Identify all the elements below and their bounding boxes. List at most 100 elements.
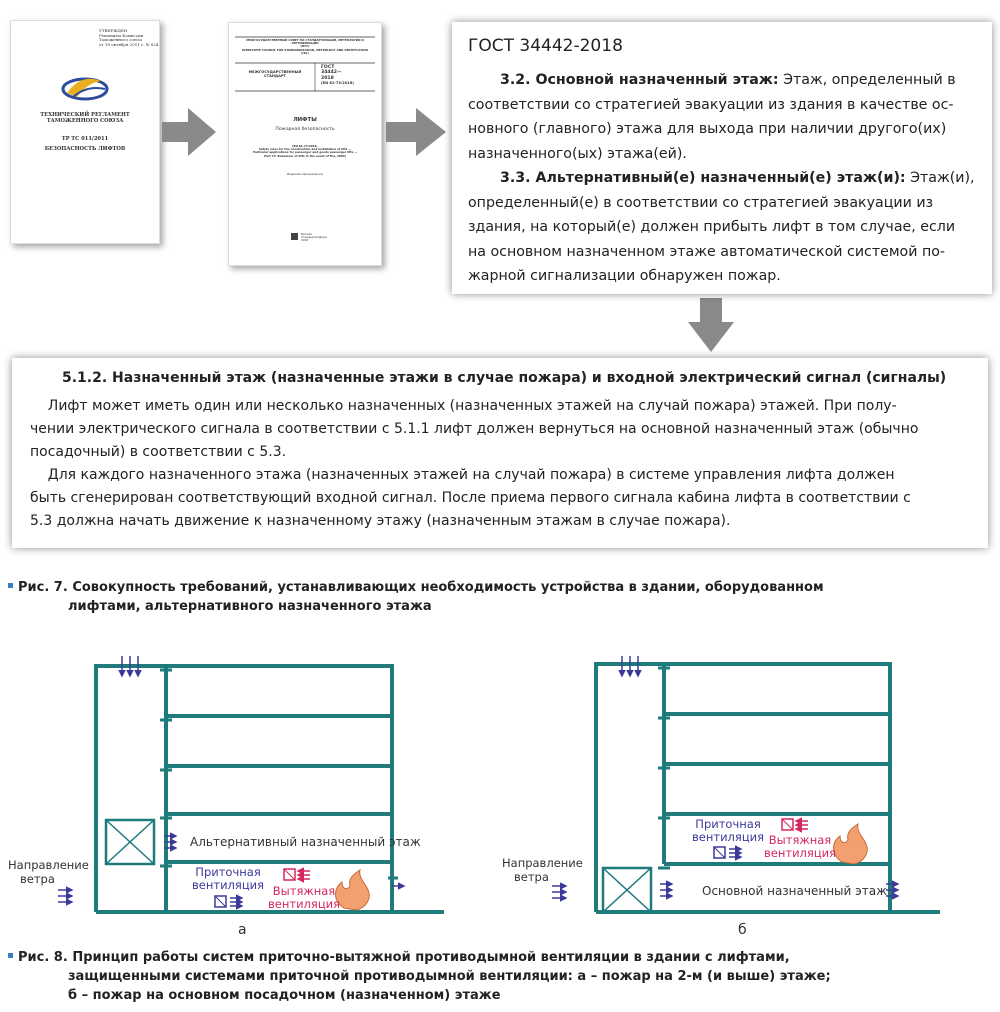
doc2-title: ЛИФТЫ [293, 117, 317, 123]
gost-title: ГОСТ 34442-2018 [468, 36, 623, 56]
doc1-code: ТР ТС 011/2011 [61, 136, 109, 142]
approve-line: Решением Комиссии [99, 32, 144, 38]
supply-label-line: Приточная [695, 817, 761, 831]
main-floor-label: Основной назначенный этаж [702, 884, 887, 898]
definition-line: здания, на который(е) должен прибыть лиф… [468, 219, 956, 235]
term-text: Этаж, определенный в [778, 72, 956, 88]
publisher-line: Стандартинформ [301, 235, 327, 240]
wind-arrows-icon [58, 886, 74, 906]
supply-label-b: Приточная вентиляция [692, 818, 764, 844]
wind-label-line: ветра [514, 870, 549, 884]
doc2-en-line: Part 73: Behaviour of lifts in the event… [263, 153, 346, 158]
requirement-line: чении электрического сигнала в соответст… [30, 421, 919, 437]
figure-7-caption: Рис. 7. Совокупность требований, устанав… [8, 578, 824, 616]
doc2-english: (EN 81-73:2016, Safety rules for the con… [235, 144, 375, 158]
wind-label-a: Направление ветра [8, 858, 89, 886]
requirement-line: быть сгенерирован соответствующий входно… [30, 490, 911, 506]
caption-line: б – пожар на основном посадочном (назнач… [68, 988, 501, 1003]
definition-line: на основном назначенном этаже автоматиче… [468, 243, 946, 260]
supply-label-line: Приточная [195, 865, 261, 879]
supply-vent-icon [214, 894, 244, 910]
exhaust-label-a: Вытяжная вентиляция [268, 885, 340, 911]
requirement-line: 5.3 должна начать движение к назначенном… [30, 513, 731, 529]
definition-line: соответствии со стратегией эвакуации из … [468, 96, 954, 113]
definition-3-3: 3.3. Альтернативный(е) назначенный(е) эт… [468, 166, 975, 289]
definition-line: 3.3. Альтернативный(е) назначенный(е) эт… [468, 166, 975, 191]
caption-line: защищенными системами приточной противод… [68, 969, 831, 984]
diagram-b [594, 662, 940, 914]
doc2-publisher: Москва Стандартинформ 2018 [301, 232, 327, 243]
gost-document-thumbnail: МЕЖГОСУДАРСТВЕННЫЙ СОВЕТ ПО СТАНДАРТИЗАЦ… [228, 22, 382, 266]
doc1-subject: БЕЗОПАСНОСТЬ ЛИФТОВ [44, 146, 126, 152]
council-line: INTERSTATE COUNCIL FOR STANDARDIZATION, … [242, 47, 368, 52]
supply-vent-icon [713, 845, 743, 861]
doc1-title: ТЕХНИЧЕСКИЙ РЕГЛАМЕНТ ТАМОЖЕННОГО СОЮЗА [21, 112, 149, 125]
doc2-number-line: 2018 [321, 75, 334, 81]
doc2-kind-line: СТАНДАРТ [264, 74, 286, 79]
doc1-title-line: ТАМОЖЕННОГО СОЮЗА [46, 117, 124, 124]
bullet-icon [8, 583, 13, 588]
eac-logo-icon [61, 77, 109, 101]
requirement-heading: 5.1.2. Назначенный этаж (назначенные эта… [62, 370, 947, 386]
doc2-en-line: Particular applications for passenger an… [252, 150, 358, 155]
gost-definitions-box: ГОСТ 34442-2018 3.2. Основной назначенны… [452, 22, 992, 294]
caption-line: Рис. 7. Совокупность требований, устанав… [18, 580, 824, 595]
exhaust-label-line: Вытяжная [768, 833, 832, 847]
requirement-line: Лифт может иметь один или несколько назн… [30, 398, 897, 414]
doc2-number-line: 34442— [321, 70, 342, 76]
wind-arrows-icon [552, 882, 568, 902]
doc2-kind-line: МЕЖГОСУДАРСТВЕННЫЙ [248, 70, 302, 74]
exhaust-label-line: вентиляция [764, 846, 837, 860]
diagram-a [94, 664, 444, 914]
exhaust-vent-icon [781, 817, 808, 833]
doc2-en-line: (EN 81-73:2016, [292, 144, 318, 148]
requirement-line: посадочный) в соответствии с 5.3. [30, 444, 287, 460]
supply-air-down-arrows-icon [118, 656, 142, 678]
bullet-icon [8, 953, 13, 958]
elevator-supply-arrows-icon [164, 832, 178, 852]
wind-label-line: ветра [20, 872, 55, 886]
exhaust-label-line: вентиляция [268, 897, 341, 911]
right-arrow-icon [162, 108, 216, 156]
term: 3.3. Альтернативный(е) назначенный(е) эт… [500, 170, 906, 186]
wind-label-b: Направление ветра [502, 856, 583, 884]
down-arrow-icon [688, 298, 734, 352]
definition-line: новного (главного) этажа для выхода при … [468, 121, 947, 137]
approve-line: Таможенного союза [99, 37, 142, 43]
supply-air-down-arrows-icon [618, 656, 642, 678]
wind-label-line: Направление [502, 856, 583, 870]
right-arrow-icon [386, 108, 446, 156]
doc2-number: ГОСТ 34442— 2018 (EN 81-73:2016) [321, 65, 354, 85]
council-line: МЕЖГОСУДАРСТВЕННЫЙ СОВЕТ ПО СТАНДАРТИЗАЦ… [246, 38, 364, 46]
requirement-box: 5.1.2. Назначенный этаж (назначенные эта… [12, 358, 988, 548]
definition-line: назначенного(ых) этажа(ей). [468, 145, 687, 162]
definition-line: определенный(е) в соответствии со страте… [468, 194, 934, 211]
supply-label-line: вентиляция [192, 878, 265, 892]
doc2-kind: МЕЖГОСУДАРСТВЕННЫЙ СТАНДАРТ [237, 70, 313, 78]
council-block: МЕЖГОСУДАРСТВЕННЫЙ СОВЕТ ПО СТАНДАРТИЗАЦ… [235, 38, 375, 55]
alternative-floor-label: Альтернативный назначенный этаж [190, 835, 421, 849]
publisher-line: Москва [301, 232, 312, 236]
definition-line: 3.2. Основной назначенный этаж: Этаж, оп… [468, 68, 974, 93]
fire-icon [833, 822, 868, 865]
doc2-en-line: Safety rules for the construction and in… [258, 147, 352, 152]
figure-8-caption: Рис. 8. Принцип работы систем приточно-в… [8, 948, 831, 1005]
doc2-number-line: (EN 81-73:2016) [321, 80, 354, 85]
fire-icon [335, 868, 370, 911]
approve-stamp: УТВЕРЖДЕН Решением Комиссии Таможенного … [99, 28, 159, 47]
council-line: (МГС) [300, 44, 310, 49]
approve-line: от 18 октября 2011 г. № 824 [99, 41, 159, 47]
doc2-rules [235, 36, 375, 240]
approve-line: УТВЕРЖДЕН [99, 28, 128, 33]
tr-ts-document-thumbnail: УТВЕРЖДЕН Решением Комиссии Таможенного … [10, 20, 160, 244]
supply-label-line: вентиляция [692, 830, 765, 844]
term: 3.2. Основной назначенный этаж: [500, 72, 779, 88]
doc2-number-line: ГОСТ [321, 65, 335, 70]
wind-label-line: Направление [8, 858, 89, 872]
council-line: (ISC) [301, 50, 309, 55]
requirement-line: Для каждого назначенного этажа (назначен… [30, 467, 895, 483]
exhaust-outlet-arrows-icon [886, 880, 900, 900]
exhaust-label-line: Вытяжная [272, 884, 336, 898]
caption-line: лифтами, альтернативного назначенного эт… [68, 599, 432, 614]
definition-line: жарной сигнализации обнаружен пожар. [468, 268, 781, 284]
